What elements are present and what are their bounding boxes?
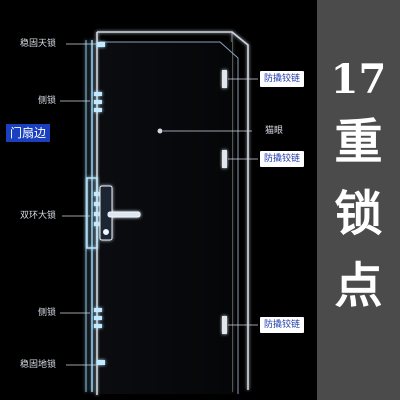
- hinge-mid: [222, 150, 227, 168]
- peephole-label: 猫眼: [265, 126, 284, 136]
- hinge-top-label: 防撬铰链: [260, 71, 305, 87]
- peephole-dot: [157, 128, 163, 134]
- hinges: [222, 70, 227, 334]
- hinge-mid-label: 防撬铰链: [260, 151, 305, 167]
- left-leader-lines: [60, 43, 96, 366]
- bottom-lock-bolt: [97, 360, 105, 365]
- headline-panel: [317, 0, 400, 400]
- lock-bolts: [94, 42, 105, 365]
- door-edge-badge: 门扇边: [6, 124, 51, 142]
- headline-char-3: 点: [334, 258, 383, 314]
- bottom-lock-label: 稳固地锁: [20, 360, 57, 370]
- side-lock-bottom-label: 侧锁: [38, 308, 57, 318]
- headline-char-1: 重: [334, 114, 383, 170]
- headline-char-2: 锁: [334, 186, 383, 242]
- hinge-top: [222, 70, 227, 88]
- top-lock-bolt: [97, 42, 105, 47]
- top-lock-label: 稳固天锁: [20, 39, 57, 49]
- side-lock-top-label: 侧锁: [38, 96, 57, 106]
- door-leaf: [99, 41, 239, 394]
- hinge-bottom-label: 防撬铰链: [260, 317, 305, 333]
- right-leader-lines: [163, 78, 258, 326]
- double-ring-lock-label: 双环大锁: [20, 211, 57, 221]
- door-handle: [99, 185, 141, 241]
- hinge-bottom: [222, 316, 227, 334]
- headline-number: 17: [330, 56, 387, 103]
